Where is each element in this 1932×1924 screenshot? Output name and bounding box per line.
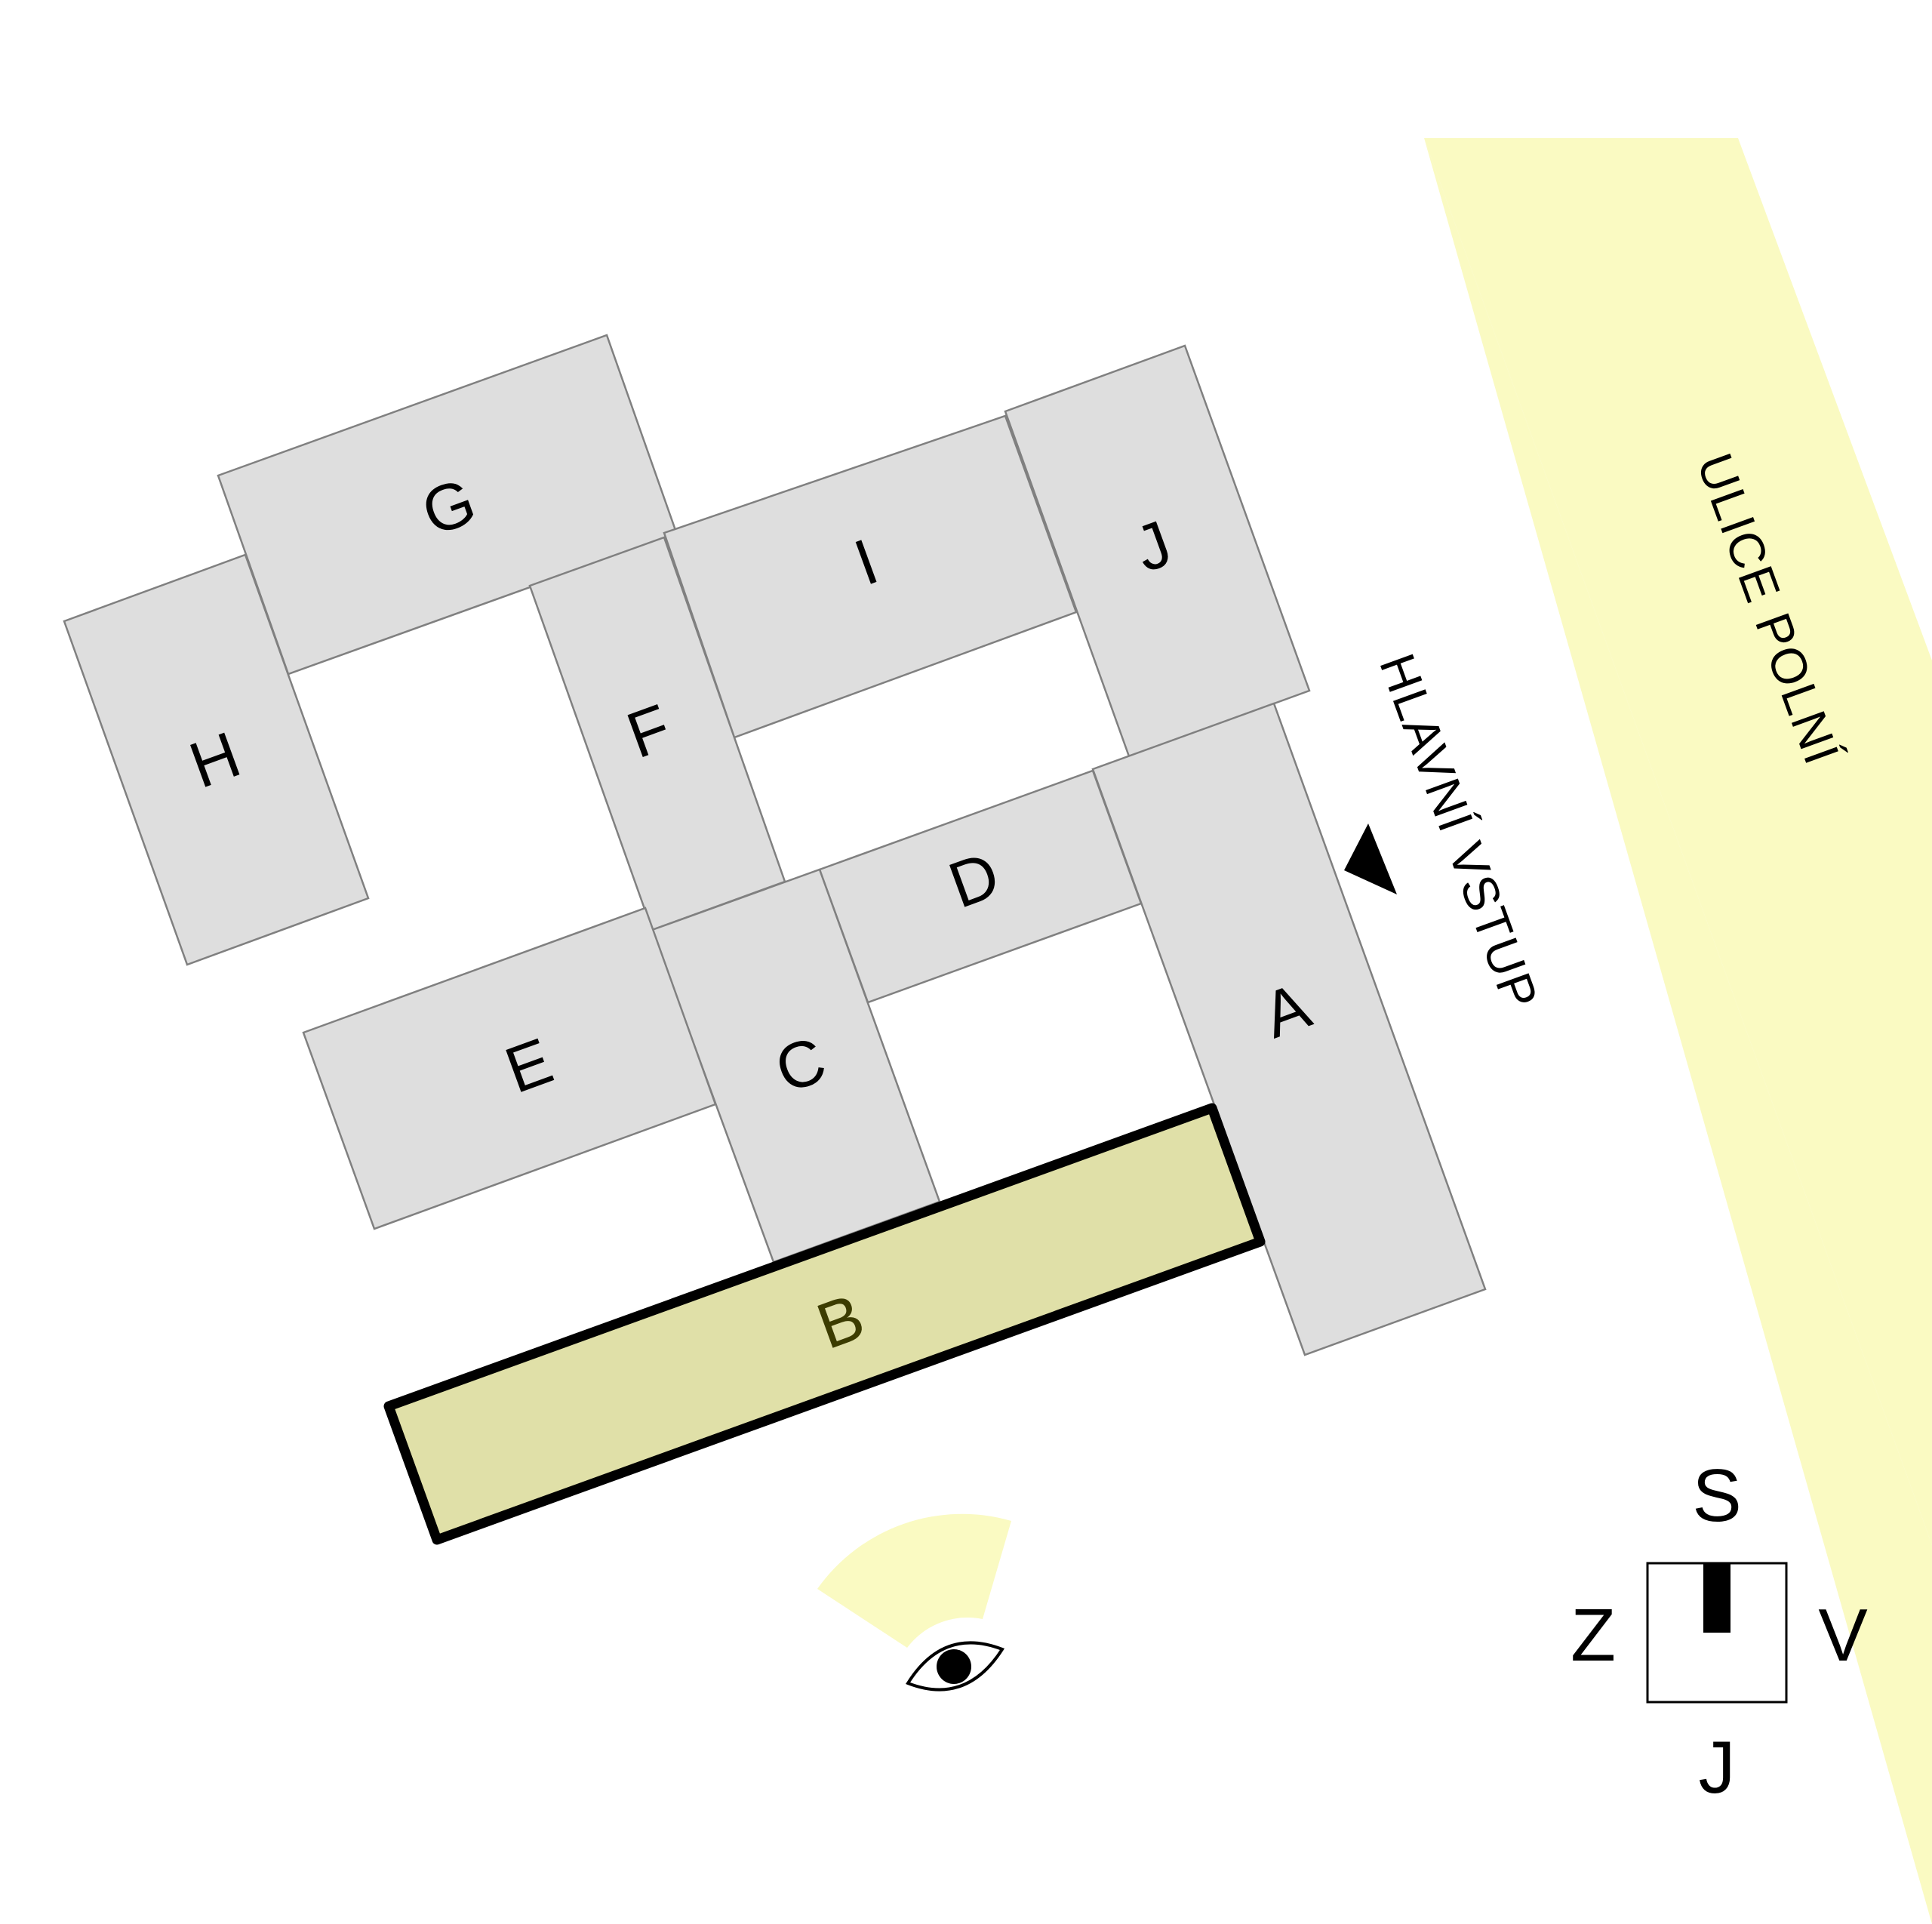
building-h [63,553,370,966]
view-cone [817,1513,1011,1648]
building-e [302,907,717,1230]
compass-west: Z [1571,1593,1616,1676]
building-b-highlighted [383,1103,1266,1545]
entrance-label: HLAVNÍ VSTUP [1369,646,1549,1017]
street-polni-lower [1424,138,1932,1924]
compass-east: V [1818,1593,1867,1676]
compass-south: J [1699,1725,1736,1809]
building-j [1004,344,1311,758]
triangle-arrow-icon [1344,823,1397,894]
eye-icon [906,1641,1005,1692]
compass-needle-icon [1703,1563,1730,1633]
compass: S J Z V [1571,1454,1868,1809]
compass-north: S [1692,1454,1741,1537]
